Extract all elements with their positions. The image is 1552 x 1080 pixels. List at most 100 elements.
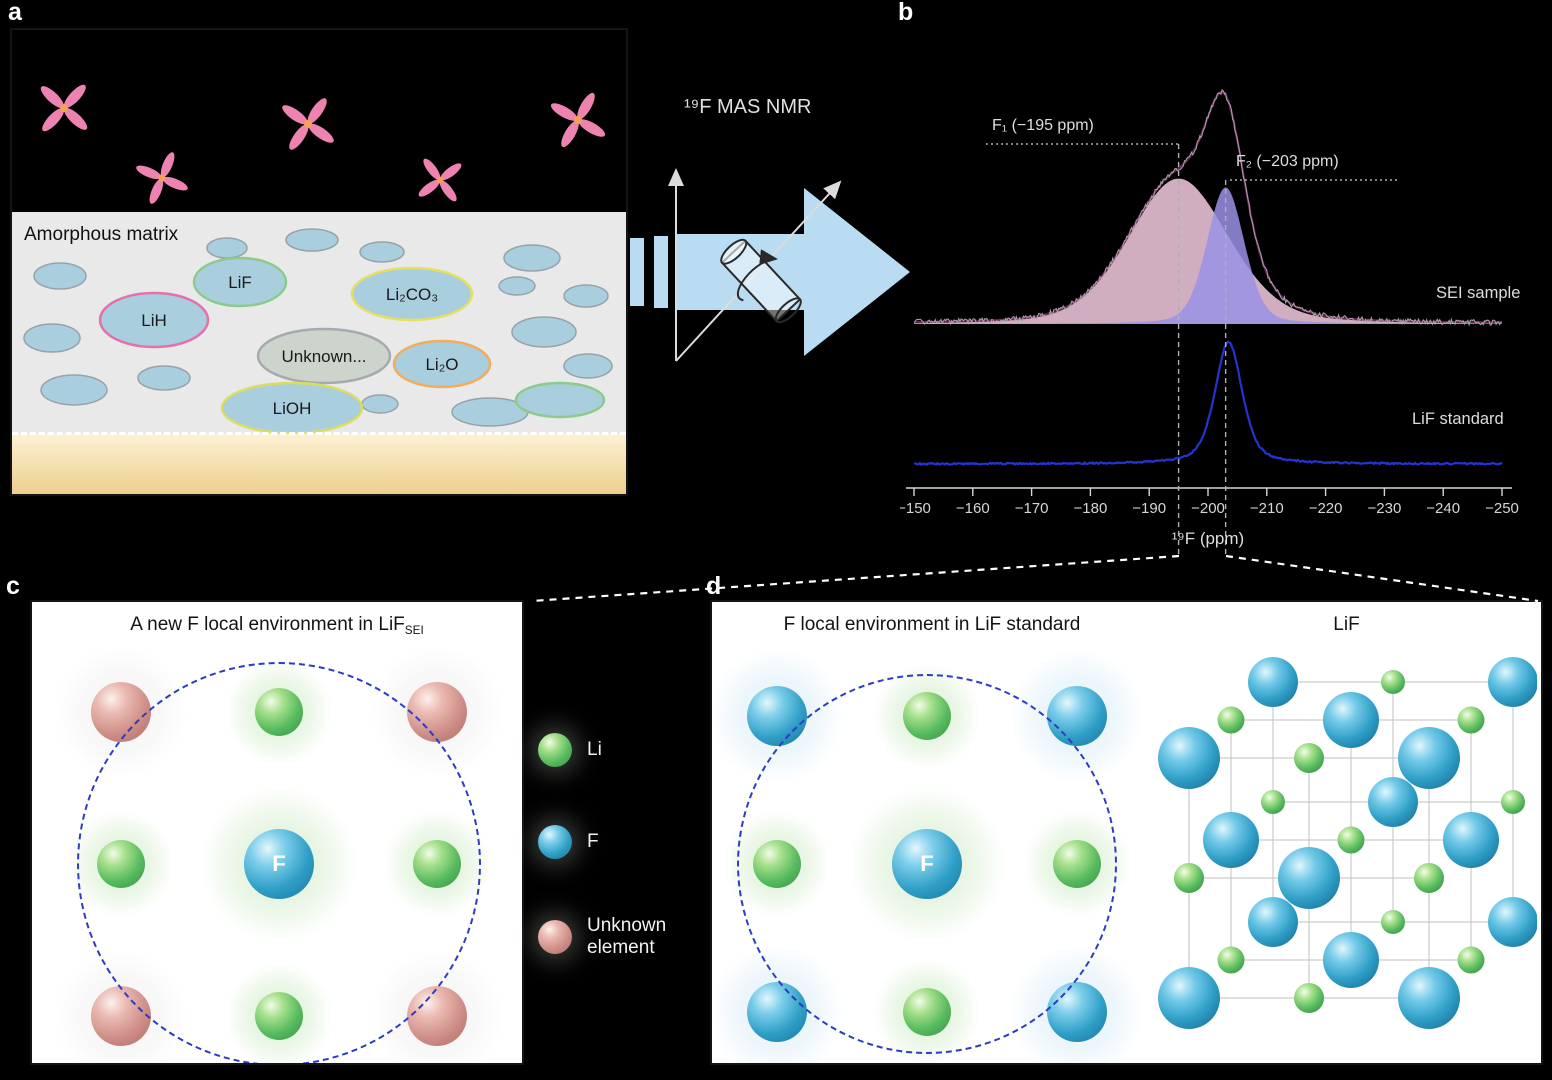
panel-d-title-right-text: LiF — [1333, 614, 1360, 635]
legend-label-f: F — [587, 831, 599, 853]
lattice-f-atom — [1158, 967, 1220, 1029]
blob-li2co3-label: Li₂CO₃ — [386, 285, 438, 304]
lattice-li-atom — [1294, 983, 1324, 1013]
lattice-f-atom — [1203, 812, 1259, 868]
lattice-f-atom — [1398, 967, 1460, 1029]
panel-c-title-main: A new F local environment in LiF — [130, 614, 405, 635]
lattice — [1158, 657, 1537, 1029]
arrow-tail-dash — [630, 238, 644, 306]
lattice-li-atom — [1381, 910, 1405, 934]
panel-c-title: A new F local environment in LiFSEI — [32, 614, 522, 637]
arrow-body — [676, 188, 910, 356]
result-arrow — [630, 188, 910, 356]
electrolyte-molecule-icon — [409, 149, 471, 211]
lattice-f-atom — [1158, 727, 1220, 789]
nmr-spectra-plot: −150−160−170−180−190−200−210−220−230−240… — [900, 88, 1520, 556]
legend-label-li: Li — [587, 739, 602, 761]
panel-d: F local environment in LiF standard LiF … — [710, 600, 1543, 1065]
f2-peak-annotation: F₂ (−203 ppm) — [1236, 153, 1339, 170]
x-tick-label: −180 — [1074, 500, 1108, 517]
unlabeled-blobs — [23, 228, 613, 427]
nmr-curves — [913, 88, 1503, 467]
lattice-f-atom — [1248, 657, 1298, 707]
rotor-cylinder — [720, 238, 802, 324]
blob-lif: LiF — [192, 256, 288, 308]
atom-legend: Li F Unknown element — [538, 733, 728, 983]
lattice-f-atom — [1488, 657, 1537, 707]
lif-crystal-structure — [1158, 657, 1537, 1029]
x-tick-label: −170 — [1015, 500, 1049, 517]
blob-li2o-label: Li₂O — [425, 355, 458, 374]
lattice-f-atom — [1248, 897, 1298, 947]
x-tick-label: −240 — [1426, 500, 1460, 517]
electrolyte-region — [12, 30, 626, 212]
lattice-li-atom — [1174, 863, 1204, 893]
blob-lih: LiH — [98, 291, 210, 349]
lattice-li-atom — [1501, 790, 1525, 814]
legend-item-li: Li — [538, 733, 602, 767]
blob-lioh: LiOH — [220, 381, 364, 435]
lattice-li-atom — [1457, 706, 1485, 734]
panel-d-title-left-text: F local environment in LiF standard — [783, 614, 1081, 635]
panel-c: A new F local environment in LiFSEI F — [30, 600, 524, 1065]
lif-standard-trace — [913, 340, 1503, 467]
legend-item-unknown: Unknown element — [538, 915, 692, 959]
panel-c-title-subscript: SEI — [404, 624, 424, 638]
blob-lif-label: LiF — [228, 273, 252, 292]
lif-standard-label: LiF standard — [1412, 410, 1504, 428]
nmr-x-axis: −150−160−170−180−190−200−210−220−230−240… — [900, 144, 1519, 556]
panel-a: LiF LiH Li₂CO₃ Unknown... Li₂O LiOH — [10, 28, 628, 496]
blob-unknown-label: Unknown... — [281, 347, 366, 366]
unknown-element-swatch — [538, 919, 572, 954]
nmr-technique-label: ¹⁹F MAS NMR — [684, 96, 812, 118]
x-tick-label: −200 — [1191, 500, 1225, 517]
blob-green-outlined — [514, 381, 606, 419]
lattice-li-atom — [1217, 706, 1245, 734]
electrolyte-molecule-icon — [31, 75, 97, 141]
interface-dashed-line — [12, 432, 626, 435]
lattice-f-atom — [1278, 847, 1340, 909]
x-tick-label: −250 — [1485, 500, 1519, 517]
f1-peak-annotation: F₁ (−195 ppm) — [992, 117, 1094, 134]
f-atom-swatch — [538, 825, 572, 859]
panel-c-label: c — [6, 572, 20, 600]
amorphous-matrix-label: Amorphous matrix — [24, 224, 179, 245]
blob-unknown: Unknown... — [256, 327, 392, 385]
rotation-arrow — [736, 249, 778, 302]
x-tick-label: −160 — [956, 500, 990, 517]
legend-item-f: F — [538, 825, 599, 859]
coordination-shell-circle — [77, 662, 481, 1063]
matrix-blobs: LiF LiH Li₂CO₃ Unknown... Li₂O LiOH — [23, 228, 613, 435]
lattice-f-atom — [1443, 812, 1499, 868]
electrolyte-molecule-icon — [279, 95, 337, 153]
lattice-f-atom — [1368, 777, 1418, 827]
spinning-axis-arrow — [675, 180, 842, 362]
li-atom-swatch — [538, 733, 572, 767]
panel-d-title-right: LiF — [1152, 614, 1541, 636]
lattice-li-atom — [1261, 790, 1285, 814]
panel-a-label: a — [8, 0, 22, 26]
panel-b-label: b — [898, 0, 914, 26]
x-tick-label: −150 — [900, 500, 931, 517]
lattice-li-atom — [1457, 946, 1485, 974]
electrolyte-molecules — [31, 75, 609, 211]
panel-d-title-left: F local environment in LiF standard — [712, 614, 1152, 636]
blob-lioh-label: LiOH — [273, 399, 312, 418]
blob-li2o: Li₂O — [392, 339, 492, 389]
lattice-li-atom — [1414, 863, 1444, 893]
x-tick-label: −230 — [1368, 500, 1402, 517]
panel-d-label: d — [706, 572, 722, 600]
electrolyte-molecule-icon — [547, 89, 609, 151]
lattice-f-atom — [1488, 897, 1537, 947]
substrate-region — [12, 434, 626, 494]
amorphous-matrix-region: LiF LiH Li₂CO₃ Unknown... Li₂O LiOH — [12, 212, 626, 435]
x-tick-label: −210 — [1250, 500, 1284, 517]
sei-sample-label: SEI sample — [1436, 284, 1520, 302]
lattice-f-atom — [1398, 727, 1460, 789]
arrow-tail-dash — [654, 236, 668, 308]
blob-lih-label: LiH — [141, 311, 167, 330]
lattice-li-atom — [1337, 826, 1365, 854]
x-axis-label: ¹⁹F (ppm) — [1172, 529, 1244, 548]
lattice-f-atom — [1323, 932, 1379, 988]
